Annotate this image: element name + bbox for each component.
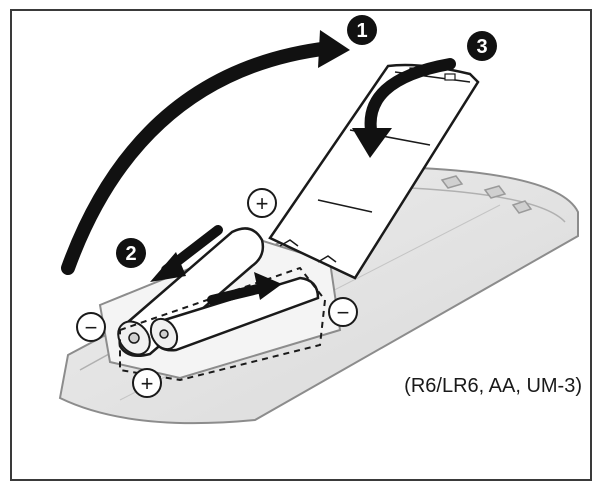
- remote-button: [511, 200, 533, 214]
- step-number-2: 2: [125, 243, 136, 265]
- remote-button: [440, 175, 464, 189]
- svg-text:+: +: [256, 191, 269, 216]
- polarity-plus-bottom: +: [132, 368, 162, 398]
- svg-text:−: −: [337, 300, 350, 325]
- polarity-minus-left: −: [76, 312, 106, 342]
- step-badge-2: 2: [116, 238, 146, 268]
- remote-button: [483, 185, 507, 199]
- arrow-step-3: [352, 58, 456, 158]
- svg-text:+: +: [141, 371, 154, 396]
- arrow-step-1: [61, 30, 350, 275]
- compartment-outline: [119, 266, 327, 382]
- step-number-1: 1: [356, 20, 367, 42]
- arrow-push-right: [207, 272, 282, 305]
- svg-text:−: −: [85, 315, 98, 340]
- arrow-step-2: [150, 225, 223, 282]
- step-badge-3: 3: [467, 31, 497, 61]
- polarity-minus-right: −: [328, 297, 358, 327]
- step-badge-1: 1: [347, 15, 377, 45]
- polarity-plus-top: +: [247, 188, 277, 218]
- battery-spec-label: (R6/LR6, AA, UM-3): [404, 375, 582, 397]
- step-number-3: 3: [476, 36, 487, 58]
